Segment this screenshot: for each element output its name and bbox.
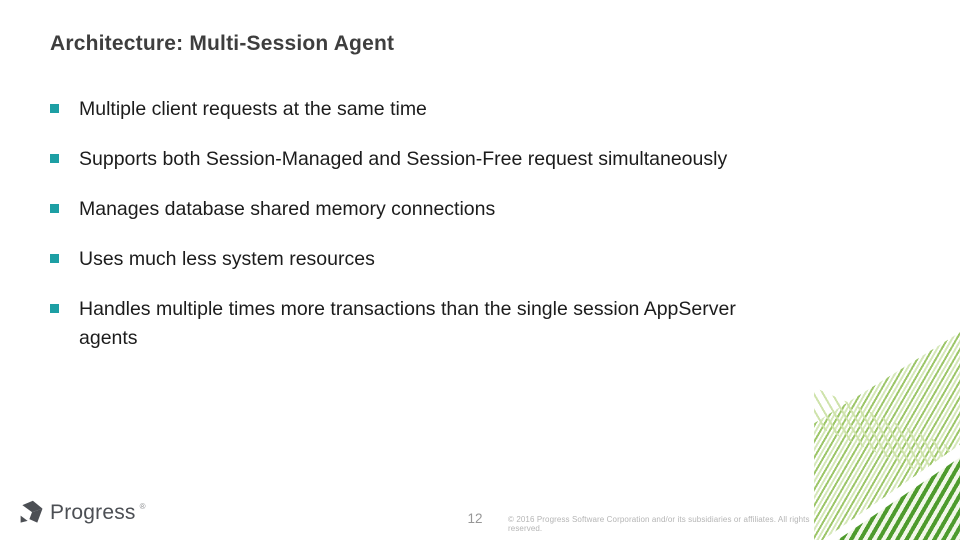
registered-trademark-icon: ® — [139, 501, 146, 511]
progress-logo: Progress ® — [18, 499, 146, 527]
bullet-item: Multiple client requests at the same tim… — [50, 95, 795, 124]
corner-stripe-decoration — [814, 328, 960, 540]
bullet-list: Multiple client requests at the same tim… — [50, 95, 795, 374]
square-bullet-icon — [50, 104, 59, 113]
progress-logo-text: Progress — [50, 501, 136, 524]
copyright-notice: © 2016 Progress Software Corporation and… — [508, 515, 810, 533]
light-stripe-ribbon — [814, 332, 960, 540]
bullet-text: Supports both Session-Managed and Sessio… — [79, 148, 728, 170]
square-bullet-icon — [50, 254, 59, 263]
bullet-text: Uses much less system resources — [79, 248, 375, 270]
bullet-item: Manages database shared memory connectio… — [50, 195, 795, 224]
bullet-text: Handles multiple times more transactions… — [79, 298, 736, 349]
progress-logo-icon — [20, 500, 43, 523]
bullet-item: Handles multiple times more transactions… — [50, 295, 795, 353]
slide-title: Architecture: Multi-Session Agent — [50, 32, 395, 55]
square-bullet-icon — [50, 204, 59, 213]
square-bullet-icon — [50, 154, 59, 163]
page-number: 12 — [467, 511, 483, 526]
bullet-text: Manages database shared memory connectio… — [79, 198, 496, 220]
bullet-item: Supports both Session-Managed and Sessio… — [50, 145, 795, 174]
light-crosshatch-ribbon — [814, 387, 960, 490]
stripe-gap — [822, 444, 960, 540]
bullet-text: Multiple client requests at the same tim… — [79, 98, 427, 120]
dark-green-stripe-ribbon — [837, 457, 960, 540]
bullet-item: Uses much less system resources — [50, 245, 795, 274]
square-bullet-icon — [50, 304, 59, 313]
